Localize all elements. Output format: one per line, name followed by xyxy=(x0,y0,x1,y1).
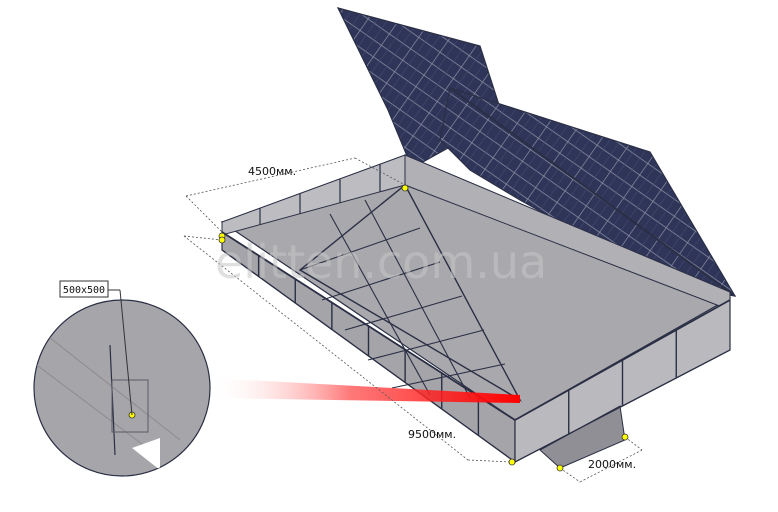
grid-line xyxy=(329,213,431,396)
marker-point xyxy=(401,184,409,192)
grid-line xyxy=(344,295,463,331)
highlight-beam xyxy=(210,378,520,403)
marker-point xyxy=(556,464,564,472)
callout: 500x500 xyxy=(59,280,133,416)
base-dimension-label: 2000мм. xyxy=(588,458,636,471)
marker-point xyxy=(508,458,516,466)
grid-triangle xyxy=(298,183,522,402)
grid-line xyxy=(321,261,441,301)
watermark: elitten.com.ua xyxy=(215,235,547,289)
grid-line xyxy=(364,199,471,399)
length-dimension-label: 9500мм. xyxy=(408,428,456,441)
width-dimension-label: 4500мм. xyxy=(248,165,296,178)
grid-line xyxy=(391,363,506,389)
marker-point xyxy=(621,433,629,441)
dimension-lines: 4500мм. 9500мм. 2000мм. xyxy=(183,157,643,483)
magnifier xyxy=(33,299,211,477)
solar-panels xyxy=(336,7,737,297)
callout-box xyxy=(59,280,109,298)
callout-label: 500x500 xyxy=(63,285,105,296)
grid-corner-white xyxy=(132,438,160,470)
grid-line xyxy=(299,227,421,271)
frame-posts xyxy=(257,164,677,436)
marker-point xyxy=(218,236,226,244)
reference-markers xyxy=(218,184,629,472)
